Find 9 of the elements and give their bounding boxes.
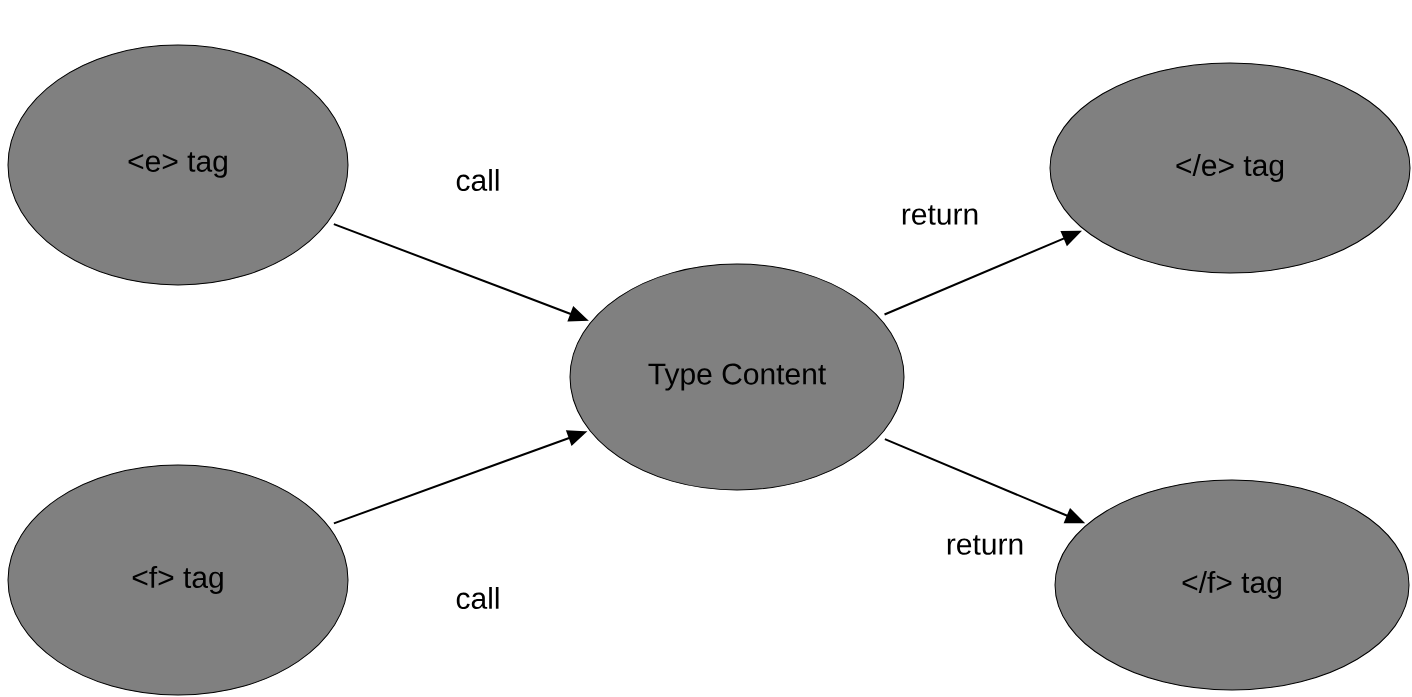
ellipse-node: Type Content	[569, 263, 905, 491]
ellipse-node: </e> tag	[1049, 62, 1411, 274]
edge-label: return	[944, 534, 1026, 556]
ellipse-node: <f> tag	[7, 464, 349, 696]
edge-label: call	[454, 586, 502, 610]
ellipse-node: <e> tag	[7, 44, 349, 286]
ellipse-node: </f> tag	[1054, 479, 1410, 691]
edge-label: return	[899, 204, 981, 226]
edge-label: call	[454, 168, 502, 192]
